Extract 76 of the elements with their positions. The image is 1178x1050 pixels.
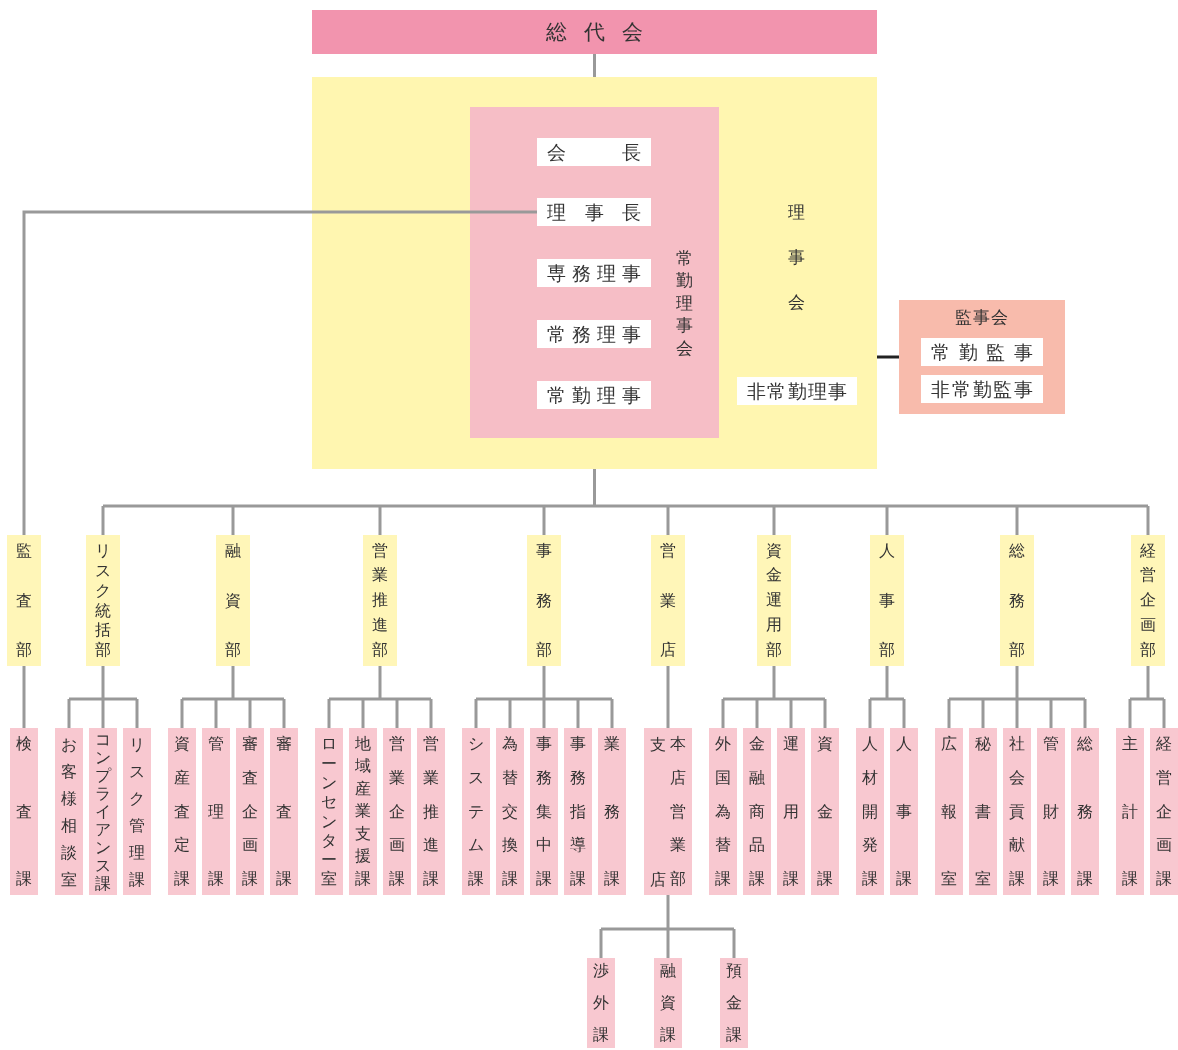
section-box: 営業企画課 xyxy=(383,728,411,895)
section-label: 支店 xyxy=(649,733,667,891)
connector-line xyxy=(721,664,827,730)
section-box: 検査課 xyxy=(10,728,38,895)
section-box: 金融商品課 xyxy=(743,728,771,895)
connector-line xyxy=(22,666,26,728)
section-box: 審査企画課 xyxy=(236,728,264,895)
department-box: 融資部 xyxy=(216,535,250,666)
name-plate: 非常勤理事 xyxy=(737,377,857,405)
section-box: 管理課 xyxy=(202,728,230,895)
vertical-label: 常勤理事会 xyxy=(674,246,694,360)
section-box: 総務課 xyxy=(1071,728,1099,895)
section-box: 人事課 xyxy=(890,728,918,895)
section-box: 営業推進課 xyxy=(417,728,445,895)
panel-heading: 監事会 xyxy=(954,306,1010,329)
section-box: 広報室 xyxy=(935,728,963,895)
department-box: 人事部 xyxy=(870,535,904,666)
name-plate: 専務理事 xyxy=(537,259,651,287)
connector-line xyxy=(327,664,433,730)
connector-line xyxy=(22,210,537,535)
section-box: 事務集中課 xyxy=(530,728,558,895)
section-box: 人材開発課 xyxy=(856,728,884,895)
auditor-panel xyxy=(899,300,1065,414)
section-box: 資産査定課 xyxy=(168,728,196,895)
connector-line xyxy=(599,893,736,960)
connector-line xyxy=(67,664,139,730)
department-box: 事務部 xyxy=(527,535,561,666)
section-box: 預金課 xyxy=(720,958,748,1048)
name-plate: 常勤監事 xyxy=(921,338,1043,366)
section-label: 本店営業部 xyxy=(669,733,687,891)
department-box: 営業店 xyxy=(651,535,685,666)
section-box: コンプライアンス課 xyxy=(89,728,117,895)
title-band: 総代会 xyxy=(312,10,877,54)
section-box: 経営企画課 xyxy=(1150,728,1178,895)
section-box: 渉外課 xyxy=(587,958,615,1048)
department-box: 経営企画部 xyxy=(1131,535,1165,666)
connector-line xyxy=(1128,664,1166,730)
section-box: お客様相談室 xyxy=(55,728,83,895)
connector-line xyxy=(180,664,286,730)
section-box: 外国為替課 xyxy=(709,728,737,895)
connector-line xyxy=(593,54,596,77)
section-box: 資金課 xyxy=(811,728,839,895)
section-box: 管財課 xyxy=(1037,728,1065,895)
name-plate: 常務理事 xyxy=(537,320,651,348)
connector-line xyxy=(101,467,1150,537)
name-plate: 会長 xyxy=(537,138,651,166)
section-box: 社会貢献課 xyxy=(1003,728,1031,895)
department-box: 総務部 xyxy=(1000,535,1034,666)
connector-line xyxy=(868,664,906,730)
connector-line xyxy=(474,664,614,730)
board-panel xyxy=(312,77,877,469)
section-box: 審査課 xyxy=(270,728,298,895)
committee-panel xyxy=(470,107,719,438)
department-box: 営業推進部 xyxy=(363,535,397,666)
connector-line xyxy=(947,664,1087,730)
section-box: ローンセンター室 xyxy=(315,728,343,895)
section-box: 業務課 xyxy=(598,728,626,895)
name-plate: 非常勤監事 xyxy=(921,375,1043,403)
department-box: 資金運用部 xyxy=(757,535,791,666)
department-box: リスク統括部 xyxy=(86,535,120,666)
section-box: 主計課 xyxy=(1116,728,1144,895)
department-box: 監査部 xyxy=(7,535,41,666)
section-box: 秘書室 xyxy=(969,728,997,895)
section-box xyxy=(644,728,692,895)
section-box: 事務指導課 xyxy=(564,728,592,895)
section-box: リスク管理課 xyxy=(123,728,151,895)
section-box: システム課 xyxy=(462,728,490,895)
section-box: 融資課 xyxy=(654,958,682,1048)
section-box: 為替交換課 xyxy=(496,728,524,895)
vertical-label: 理事会 xyxy=(786,200,806,314)
connector-line xyxy=(877,355,899,359)
connector-line xyxy=(666,666,670,728)
name-plate: 理事長 xyxy=(537,198,651,226)
name-plate: 常勤理事 xyxy=(537,381,651,409)
section-box: 地域産業支援課 xyxy=(349,728,377,895)
section-box: 運用課 xyxy=(777,728,805,895)
